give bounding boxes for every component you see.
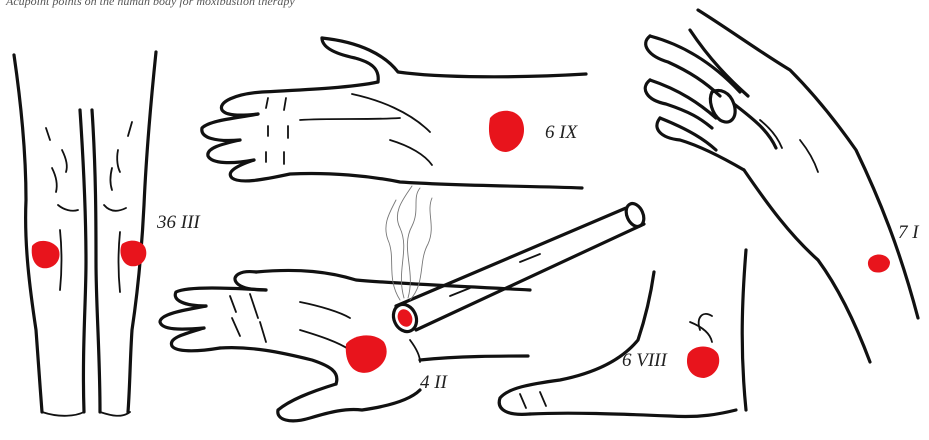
mark-foot: [687, 347, 719, 379]
caption-text: Acupoint points on the human body for mo…: [6, 0, 295, 9]
acupoint-marks: [32, 111, 890, 378]
mark-wrist: [868, 255, 890, 273]
hand-drawing: [160, 270, 530, 420]
point-label-wrist: 7 I: [898, 222, 919, 244]
point-label-legs: 36 III: [157, 212, 200, 234]
mark-palm: [489, 111, 524, 152]
point-label-foot: 6 VIII: [622, 350, 667, 372]
mark-hand: [346, 335, 387, 372]
point-label-hand: 4 II: [420, 372, 447, 394]
wrist-drawing: [645, 10, 918, 362]
mark-legs-right: [120, 241, 146, 267]
legs-drawing: [14, 52, 156, 416]
moxa-stick: [389, 201, 647, 335]
mark-legs-left: [32, 241, 60, 268]
point-label-palm: 6 IX: [545, 122, 577, 144]
palm-drawing: [202, 38, 586, 188]
